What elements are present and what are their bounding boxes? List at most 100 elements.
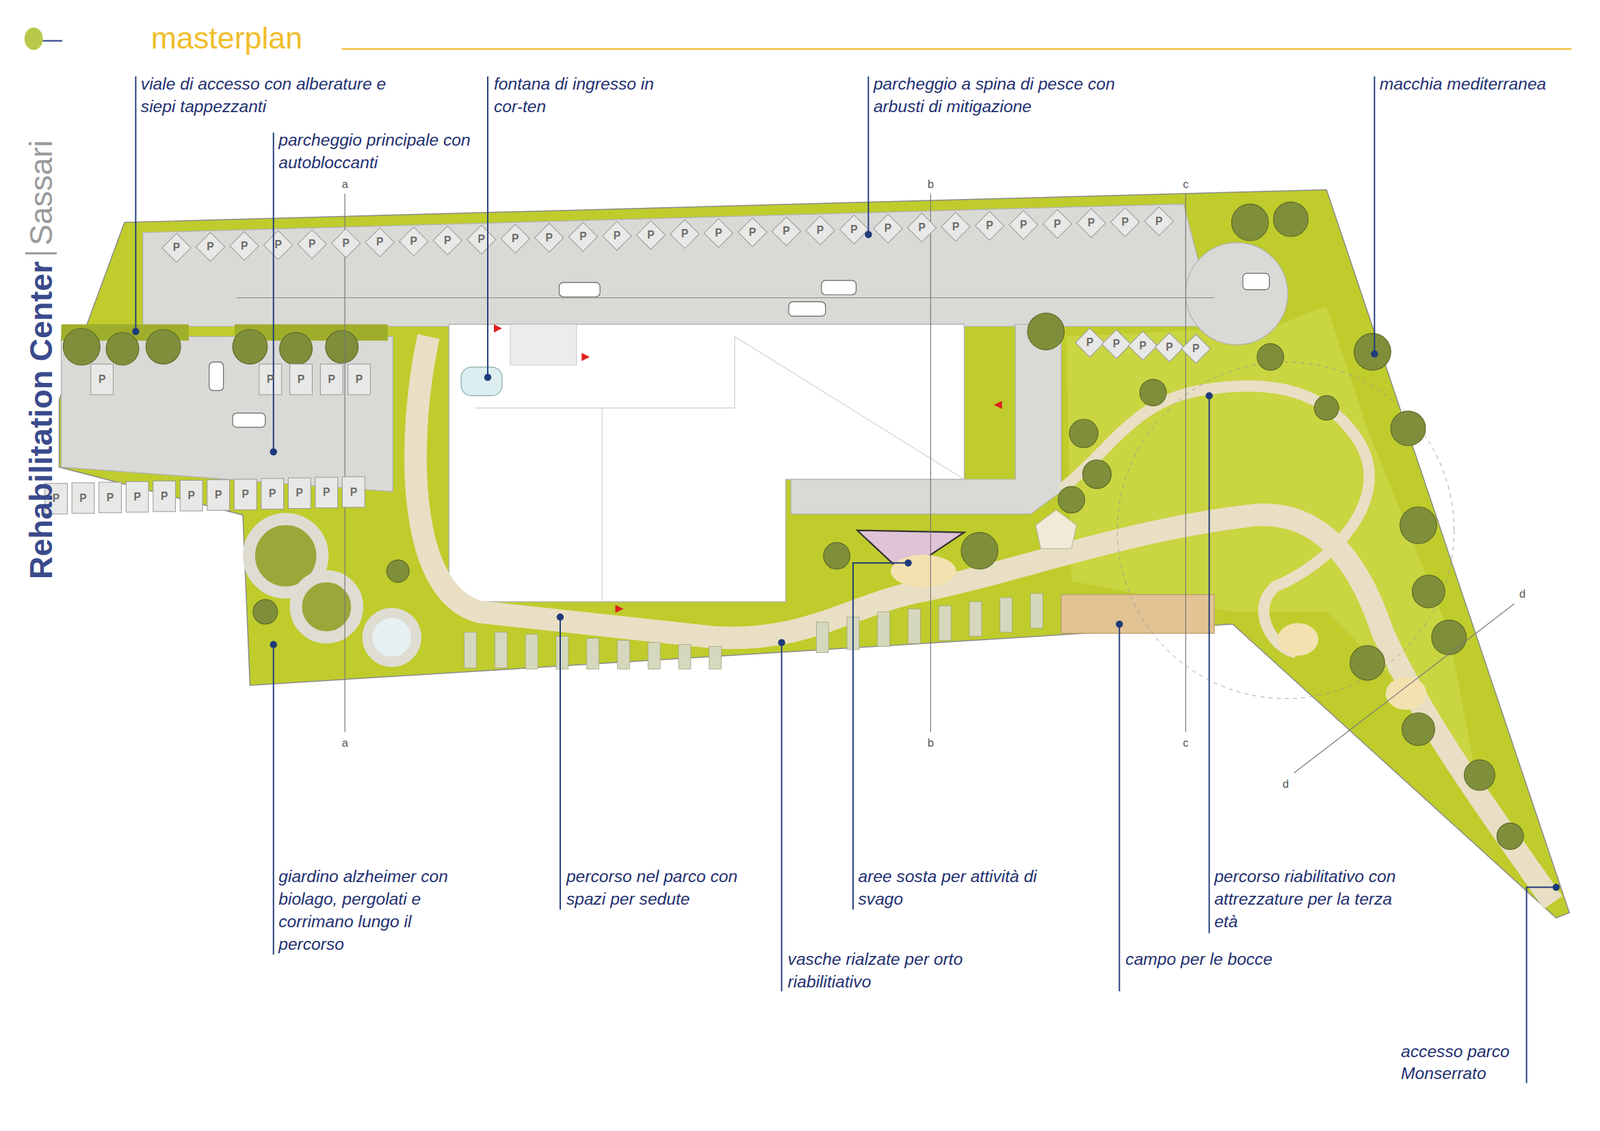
bocce-court bbox=[1060, 595, 1215, 635]
parking-stall bbox=[771, 216, 801, 246]
parking-stall bbox=[259, 363, 282, 395]
parking-stall bbox=[290, 363, 313, 395]
parking-stall bbox=[125, 481, 149, 513]
parking-symbol: P bbox=[187, 490, 195, 502]
parking-stall bbox=[738, 218, 767, 247]
entrance-marker bbox=[581, 352, 590, 362]
parking-stall bbox=[1128, 331, 1158, 361]
parking-symbol: P bbox=[1087, 217, 1095, 229]
entrance-marker bbox=[493, 324, 503, 333]
parking-symbol: P bbox=[681, 229, 689, 241]
parking-symbol: P bbox=[268, 488, 276, 500]
parking-stall bbox=[287, 478, 311, 509]
parking-stall bbox=[348, 363, 371, 395]
city-name: Sassari bbox=[25, 140, 57, 255]
parking-stall bbox=[941, 212, 970, 241]
parking-stall bbox=[602, 221, 632, 251]
parking-stall bbox=[1102, 329, 1131, 359]
section-marker: d bbox=[1519, 588, 1526, 600]
parking-symbol: P bbox=[985, 220, 993, 232]
parking-stall bbox=[534, 223, 564, 253]
parking-stall bbox=[670, 219, 700, 249]
entrance-marker bbox=[993, 400, 1003, 410]
logo-leaf bbox=[24, 27, 44, 50]
parking-symbol: P bbox=[297, 374, 305, 386]
rest-area bbox=[890, 554, 956, 588]
callout-label: vasche rialzate per orto riabilitiativo bbox=[788, 948, 998, 994]
parking-stall bbox=[320, 363, 343, 395]
parking-symbol: P bbox=[173, 242, 180, 254]
cars bbox=[209, 273, 1270, 428]
callout-label: fontana di ingresso in cor-ten bbox=[493, 73, 668, 118]
gazebo bbox=[1035, 510, 1077, 550]
parking-stall bbox=[399, 227, 429, 256]
callout-label: macchia mediterranea bbox=[1379, 73, 1579, 96]
parking-symbol: P bbox=[240, 240, 248, 252]
parking-symbol: P bbox=[1112, 339, 1120, 351]
parking-stall bbox=[500, 224, 530, 254]
callout-label: percorso nel parco con spazi per sedute bbox=[566, 866, 776, 911]
parking-symbol: P bbox=[1192, 343, 1200, 355]
section-marker: a bbox=[342, 737, 349, 749]
parking-stall bbox=[315, 477, 338, 509]
parking-symbol: P bbox=[1019, 219, 1027, 231]
entrance-marker bbox=[615, 604, 624, 613]
parking-stall bbox=[568, 222, 598, 252]
parking-symbol: P bbox=[328, 374, 336, 386]
parking-stall bbox=[162, 233, 191, 262]
callout-label: accesso parco Monserrato bbox=[1400, 1041, 1524, 1086]
parking-stall bbox=[331, 229, 361, 258]
parking-symbol: P bbox=[160, 491, 168, 503]
parking-stall bbox=[1043, 209, 1072, 239]
parking-stall bbox=[229, 231, 259, 261]
parking-stall bbox=[873, 214, 903, 243]
section-marker: c bbox=[1182, 737, 1189, 749]
parking-stall bbox=[90, 363, 114, 395]
parking-stall bbox=[839, 214, 869, 244]
parking-symbol: P bbox=[952, 221, 960, 233]
rest-area bbox=[1277, 623, 1319, 657]
parking-stall bbox=[261, 478, 284, 510]
section-marker: b bbox=[927, 737, 934, 749]
stairs bbox=[510, 324, 577, 366]
parking-stall bbox=[71, 482, 95, 514]
park-path bbox=[415, 336, 1554, 903]
parking-stall bbox=[342, 476, 365, 508]
parking-symbol: P bbox=[1165, 342, 1173, 353]
parking-symbol: P bbox=[579, 231, 587, 243]
parking-symbol: P bbox=[1086, 337, 1094, 349]
parking-symbol: P bbox=[613, 230, 621, 242]
header-rule bbox=[342, 47, 1572, 50]
callout-label: parcheggio principale con autobloccanti bbox=[278, 129, 472, 174]
roundabout bbox=[1185, 242, 1288, 345]
parking-symbol: P bbox=[350, 487, 358, 498]
building bbox=[448, 324, 964, 602]
parking-symbol: P bbox=[376, 237, 384, 249]
parking-symbol: P bbox=[545, 232, 553, 244]
parking-symbol: P bbox=[714, 227, 722, 239]
parking-stall bbox=[907, 213, 937, 243]
parking-road bbox=[142, 203, 1200, 327]
parking-symbol: P bbox=[52, 493, 60, 505]
road-axis bbox=[236, 297, 1215, 299]
leader-lines bbox=[135, 76, 1556, 1084]
side-title: Rehabilitation CenterSassari bbox=[25, 140, 57, 580]
parking-stall bbox=[264, 230, 293, 260]
parking-stall bbox=[433, 226, 462, 256]
parking-stall bbox=[636, 220, 665, 250]
parking-stall bbox=[233, 479, 257, 511]
parking-stall bbox=[703, 218, 733, 248]
parking-symbol: P bbox=[1053, 218, 1061, 230]
parking-stall bbox=[195, 232, 225, 262]
logo-line bbox=[43, 40, 63, 42]
page-title: masterplan bbox=[151, 22, 303, 54]
callout-label: percorso riabilitativo con attrezzature … bbox=[1214, 866, 1419, 934]
callout-label: giardino alzheimer con biolago, pergolat… bbox=[278, 866, 470, 956]
parking-symbol: P bbox=[511, 233, 519, 245]
parking-symbol: P bbox=[1155, 216, 1163, 228]
trees bbox=[62, 201, 1524, 850]
parking-stall bbox=[179, 480, 203, 511]
parking-symbol: P bbox=[322, 487, 330, 499]
parking-symbol: P bbox=[133, 491, 141, 503]
parking-symbol: P bbox=[782, 225, 790, 237]
